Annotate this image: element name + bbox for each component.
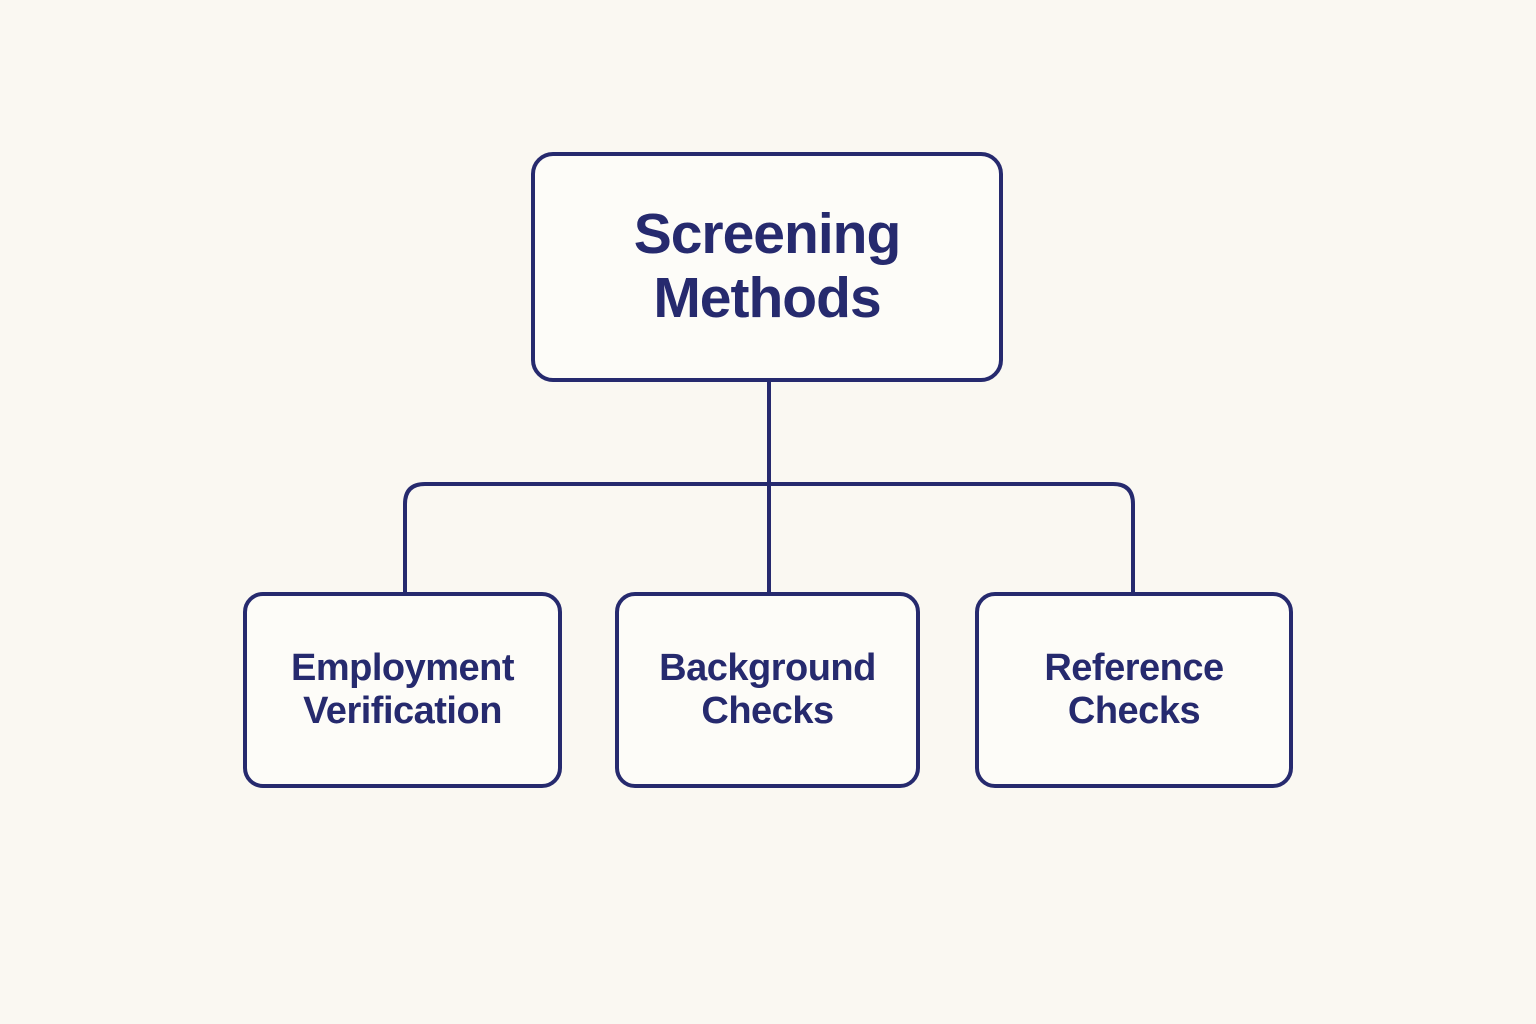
connector-branch-right: [769, 482, 1135, 592]
node-child-employment-verification[interactable]: Employment Verification: [243, 592, 562, 788]
node-child-label: Background Checks: [659, 647, 876, 732]
node-child-label: Reference Checks: [1044, 647, 1224, 732]
node-root-label: Screening Methods: [633, 202, 902, 330]
node-root-screening-methods[interactable]: Screening Methods: [531, 152, 1003, 382]
node-child-background-checks[interactable]: Background Checks: [615, 592, 920, 788]
node-child-label: Employment Verification: [290, 647, 515, 732]
connector-branch-left: [403, 482, 769, 592]
node-child-reference-checks[interactable]: Reference Checks: [975, 592, 1293, 788]
